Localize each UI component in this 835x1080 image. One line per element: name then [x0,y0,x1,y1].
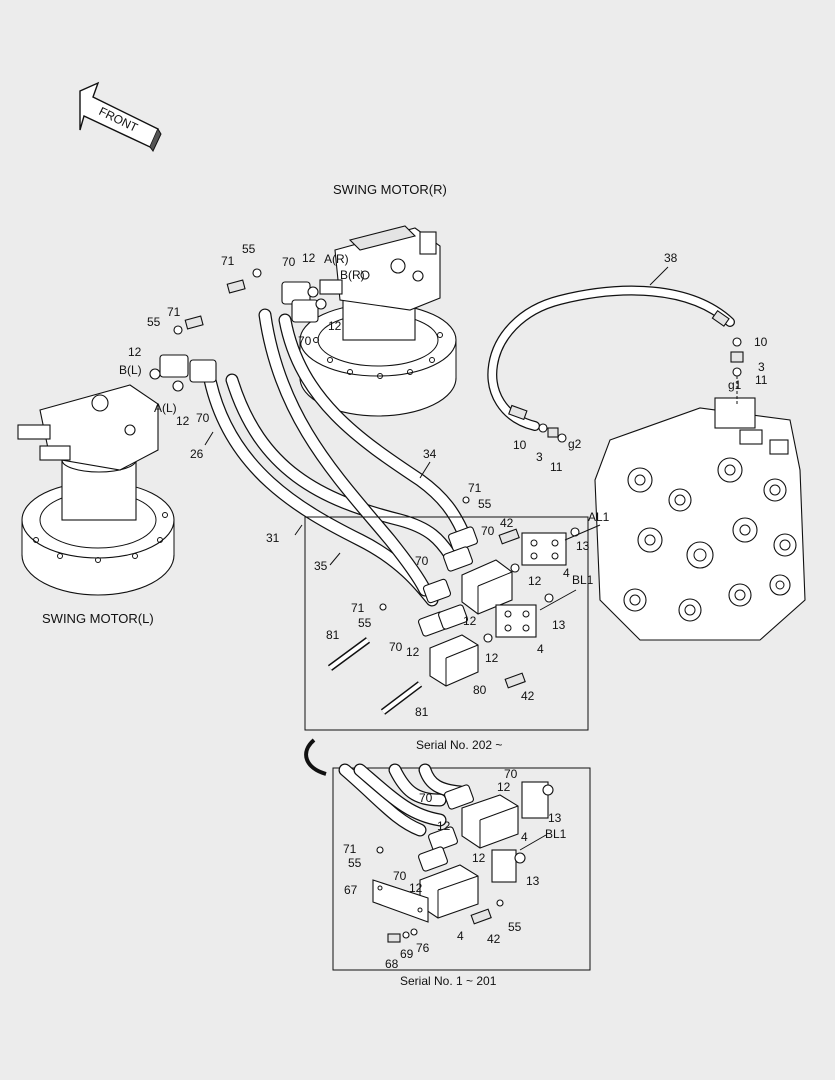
label-12: 12 [497,780,511,794]
label-71: 71 [167,305,181,319]
label-31: 31 [266,531,280,545]
label-13: 13 [552,618,566,632]
front-arrow: FRONT [79,81,162,152]
label-a-r: A(R) [324,252,349,266]
label-b-r: B(R) [340,268,365,282]
label-42: 42 [500,516,514,530]
label-71: 71 [468,481,482,495]
label-a-l: A(L) [154,401,177,415]
label-12: 12 [176,414,190,428]
block-al1 [521,532,567,566]
label-34: 34 [423,447,437,461]
label-3: 3 [758,360,765,374]
flange-r [226,268,327,323]
label-4: 4 [457,929,464,943]
label-38: 38 [664,251,678,265]
main-control-valve [594,397,806,641]
serial-202-box [304,516,589,731]
label-71: 71 [221,254,235,268]
label-bl1: BL1 [572,573,594,587]
label-42: 42 [521,689,535,703]
block-bl1 [495,604,537,638]
label-70: 70 [298,334,312,348]
label-69: 69 [400,947,414,961]
label-70: 70 [196,411,210,425]
block-80 [429,634,479,687]
swing-motor-l-title: SWING MOTOR(L) [42,611,154,626]
label-80: 80 [473,683,487,697]
label-b-l: B(L) [119,363,142,377]
label-12: 12 [472,851,486,865]
label-76: 76 [416,941,430,955]
block-4a [461,559,513,615]
label-12: 12 [302,251,316,265]
serial-202-caption: Serial No. 202 ~ [416,738,502,752]
part-labels: 71 55 70 12 A(R) B(R) 12 70 71 55 12 B(L… [119,242,768,971]
label-81: 81 [415,705,429,719]
leader-lines [204,266,669,611]
label-70: 70 [419,791,433,805]
label-71: 71 [351,601,365,615]
label-55: 55 [478,497,492,511]
label-12: 12 [437,819,451,833]
label-12: 12 [463,614,477,628]
label-55: 55 [348,856,362,870]
label-70: 70 [504,767,518,781]
label-10: 10 [754,335,768,349]
label-13: 13 [526,874,540,888]
label-10: 10 [513,438,527,452]
label-12: 12 [485,651,499,665]
label-55: 55 [508,920,522,934]
label-55: 55 [358,616,372,630]
swing-motor-l [17,384,175,596]
label-12: 12 [128,345,142,359]
label-67: 67 [344,883,358,897]
inset-blocks [372,781,554,943]
label-4: 4 [537,642,544,656]
swing-motor-r-title: SWING MOTOR(R) [333,182,447,197]
swing-motor-r [299,225,457,417]
label-70: 70 [389,640,403,654]
label-11: 11 [755,373,768,387]
serial-1-201-caption: Serial No. 1 ~ 201 [400,974,497,988]
label-42: 42 [487,932,501,946]
hose-38 [487,285,744,443]
label-71: 71 [343,842,357,856]
label-13: 13 [576,539,590,553]
label-81: 81 [326,628,340,642]
hose-35 [258,308,432,597]
label-70: 70 [282,255,296,269]
serial-1-201-box [332,767,591,971]
flange-l [149,315,217,392]
bolts [327,496,580,715]
label-4: 4 [521,830,528,844]
block-flanges [418,526,478,637]
label-12: 12 [328,319,342,333]
label-12: 12 [406,645,420,659]
label-12: 12 [528,574,542,588]
label-55: 55 [147,315,161,329]
label-55: 55 [242,242,256,256]
label-70: 70 [393,869,407,883]
label-35: 35 [314,559,328,573]
label-g2: g2 [568,437,582,451]
label-al1: AL1 [588,510,610,524]
hose-34 [278,313,469,537]
label-70: 70 [415,554,429,568]
label-13: 13 [548,811,562,825]
label-12: 12 [409,881,423,895]
label-4: 4 [563,566,570,580]
label-70: 70 [481,524,495,538]
label-11: 11 [550,460,563,474]
label-68: 68 [385,957,399,971]
label-26: 26 [190,447,204,461]
label-3: 3 [536,450,543,464]
label-bl1: BL1 [545,827,567,841]
label-g1: g1 [728,378,742,392]
